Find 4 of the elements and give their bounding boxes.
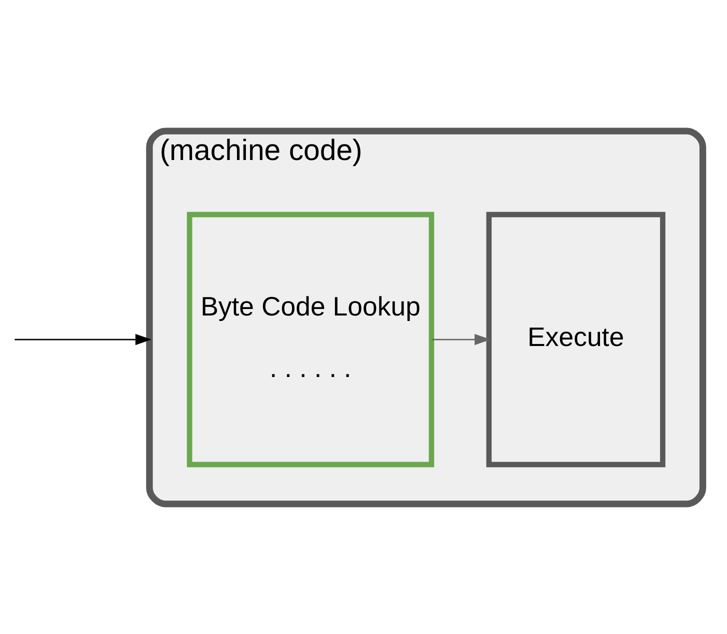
arrow: [14, 333, 152, 345]
node-box: Execute: [486, 211, 666, 467]
node-box: Byte Code Lookup . . . . . .: [186, 211, 434, 467]
arrow: [432, 333, 491, 345]
